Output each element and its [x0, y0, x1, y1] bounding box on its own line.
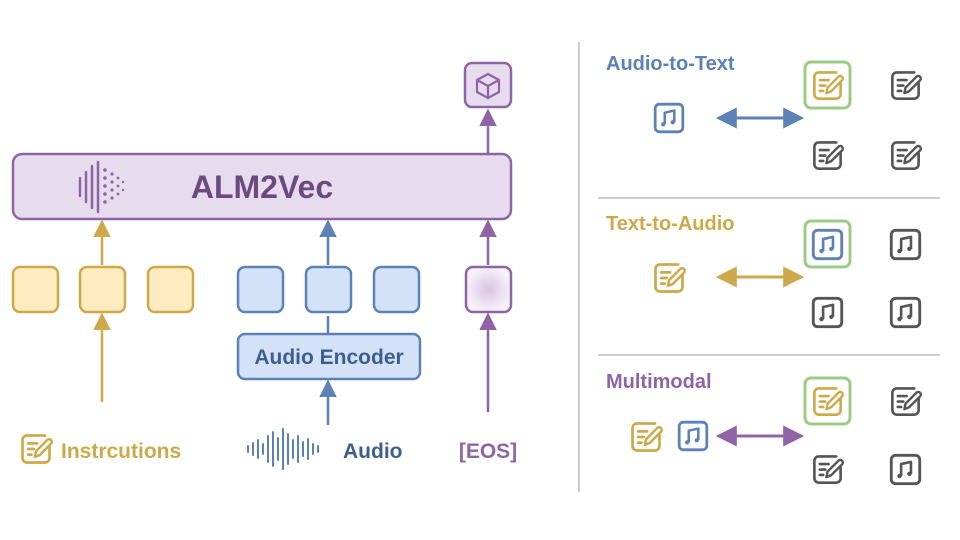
note-edit-icon — [21, 434, 54, 464]
cube-embedding-icon — [463, 61, 513, 109]
instruction-token — [11, 265, 60, 314]
task-title-text-to-audio: Text-to-Audio — [606, 213, 735, 235]
instruction-token — [146, 265, 195, 314]
positive-highlight — [803, 219, 852, 269]
audio-token — [304, 265, 353, 314]
instructions-label: Instrcutions — [61, 440, 181, 463]
task-title-multimodal: Multimodal — [606, 371, 712, 393]
note-edit-icon — [813, 455, 845, 484]
model-title: ALM2Vec — [191, 169, 333, 205]
waveform-icon — [247, 428, 319, 470]
alm2vec-block — [11, 152, 513, 221]
audio-wave-logo-icon — [78, 160, 125, 214]
note-edit-icon — [654, 263, 687, 293]
music-file-icon — [811, 296, 844, 329]
eos-label: [EOS] — [459, 440, 517, 463]
note-edit-icon — [631, 422, 664, 452]
music-file-icon — [811, 228, 844, 261]
audio-token — [372, 265, 421, 314]
note-edit-icon — [813, 141, 845, 170]
note-edit-icon — [813, 387, 845, 416]
audio-token — [236, 265, 285, 314]
audio-label: Audio — [343, 440, 402, 463]
task-title-audio-to-text: Audio-to-Text — [606, 53, 735, 75]
music-file-icon — [889, 228, 922, 261]
note-edit-icon — [891, 387, 923, 416]
audio-encoder-block — [236, 332, 422, 381]
instruction-token — [78, 265, 127, 314]
note-edit-icon — [891, 141, 923, 170]
note-edit-icon — [813, 71, 845, 100]
audio-encoder-label: Audio Encoder — [254, 346, 403, 369]
positive-highlight — [803, 60, 852, 110]
music-file-icon — [889, 453, 922, 486]
music-file-icon — [653, 102, 685, 134]
music-file-icon — [677, 420, 709, 452]
note-edit-icon — [891, 71, 923, 100]
music-file-icon — [889, 296, 922, 329]
eos-token — [464, 265, 513, 314]
positive-highlight — [803, 376, 852, 426]
